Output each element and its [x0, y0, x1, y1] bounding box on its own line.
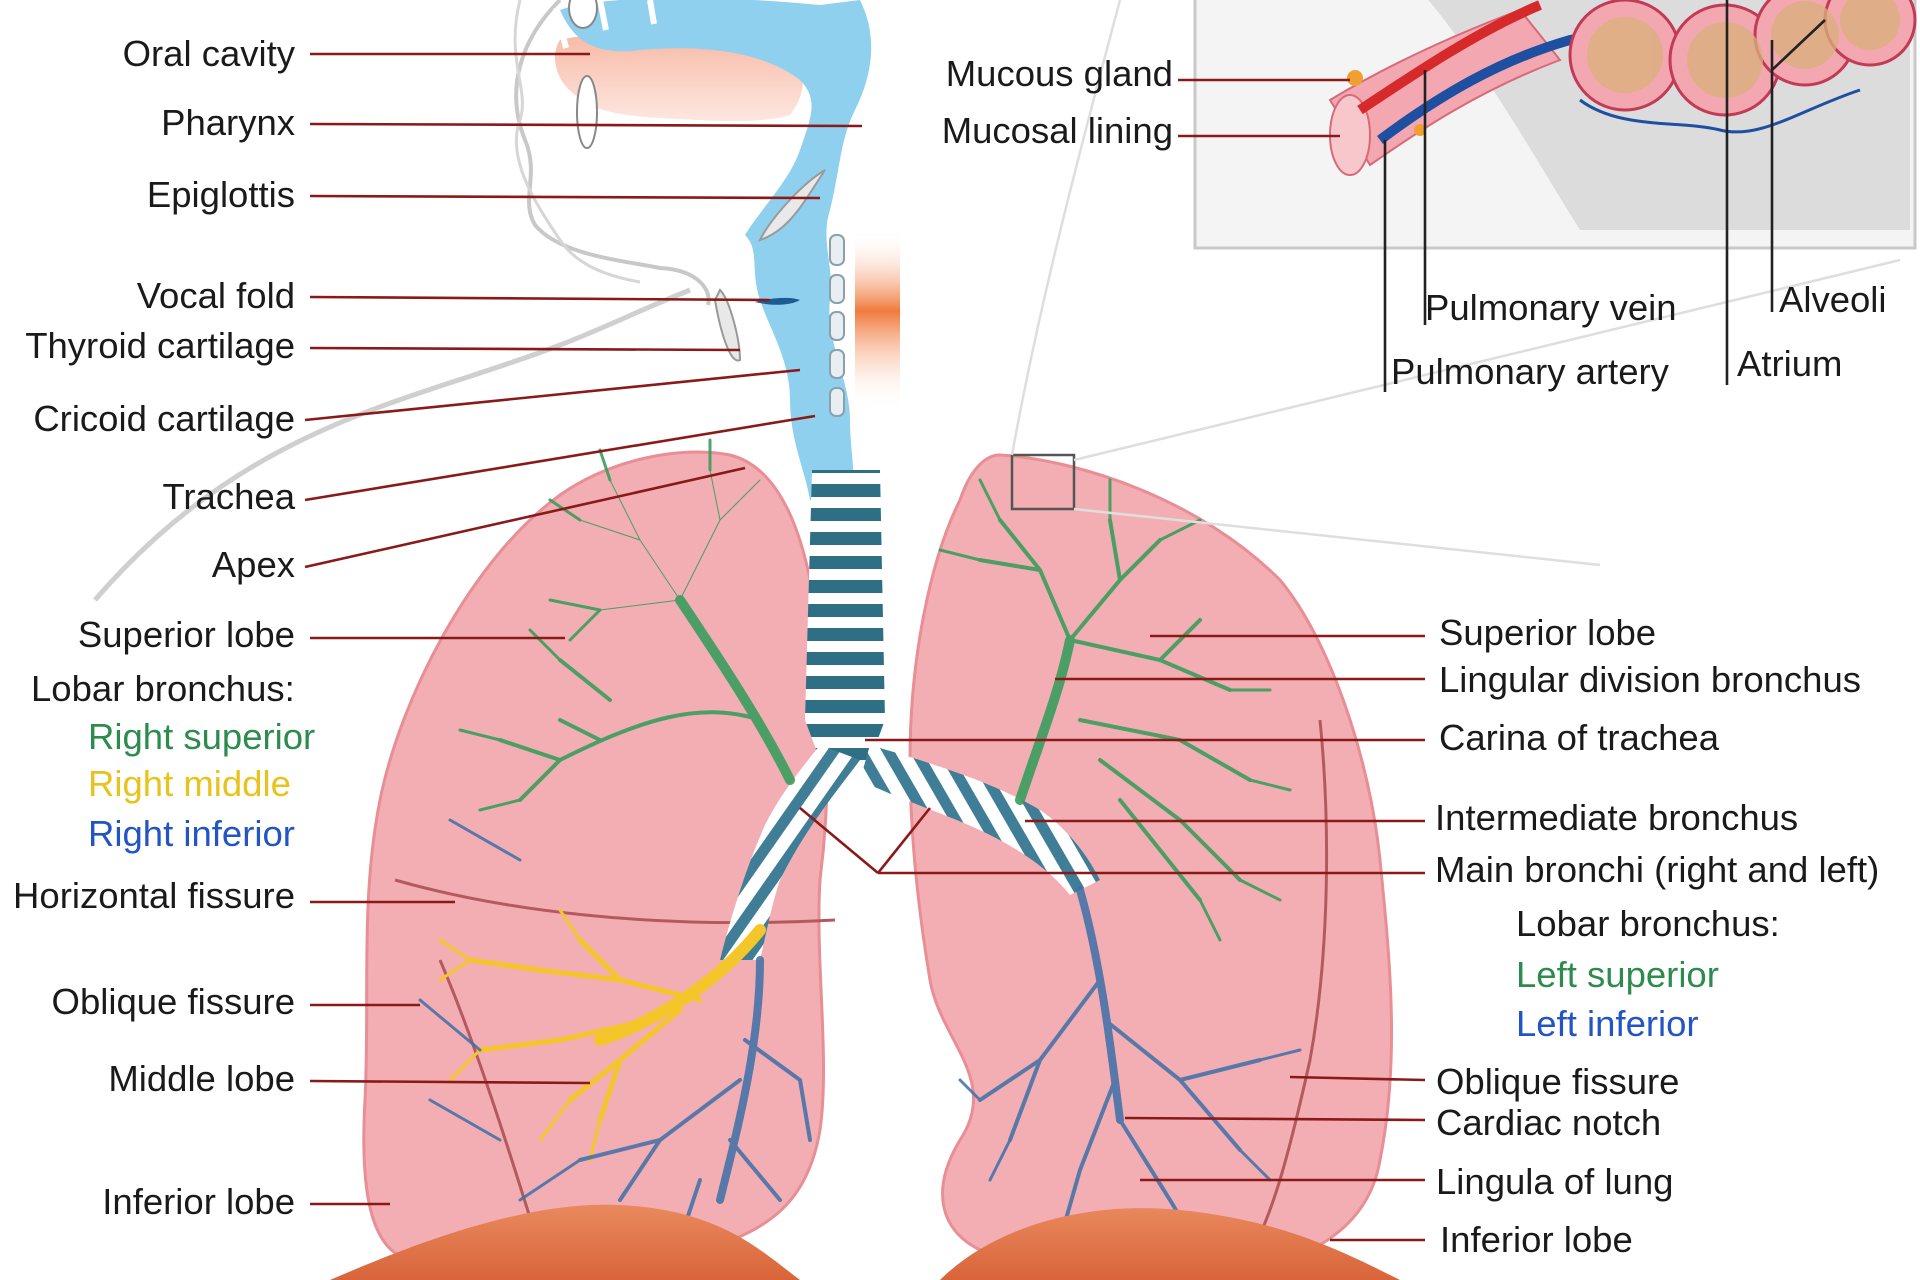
thyroid-cartilage-shape — [713, 288, 742, 362]
label-atrium: Atrium — [1737, 343, 1842, 384]
label-intermediate-bronchus: Intermediate bronchus — [1435, 797, 1798, 838]
label-pulmonary-vein: Pulmonary vein — [1425, 287, 1677, 328]
left-oblique-fissure-line — [1238, 719, 1329, 1271]
oral-cavity-shape — [555, 33, 804, 122]
label-alveoli: Alveoli — [1779, 279, 1887, 320]
label-carina-of-trachea: Carina of trachea — [1439, 717, 1720, 758]
label-left-inferior: Left inferior — [1516, 1003, 1699, 1044]
leader-lines-inset — [1178, 0, 1826, 392]
epiglottis-shape — [758, 169, 826, 242]
label-inferior-lobe-right-lung: Inferior lobe — [102, 1181, 295, 1222]
label-lingula-of-lung: Lingula of lung — [1436, 1161, 1673, 1202]
right-inferior-bronchus-tree — [418, 818, 812, 1242]
uvula-shape — [576, 75, 598, 149]
left-lung-shape — [908, 453, 1394, 1274]
leader-lines-right — [799, 634, 1426, 1242]
magnify-rays — [1010, 0, 1901, 567]
right-superior-bronchus-tree — [458, 438, 795, 812]
bronchiole-shape — [1328, 8, 1562, 167]
right-main-bronchus-shape — [720, 745, 860, 960]
pulmonary-vein-vessel — [1357, 0, 1542, 115]
gland-dot — [1414, 124, 1426, 136]
trachea-upper-rings — [829, 234, 845, 417]
head-neck-outline — [93, 0, 711, 602]
label-inferior-lobe-left-lung: Inferior lobe — [1440, 1219, 1633, 1260]
label-cardiac-notch: Cardiac notch — [1436, 1102, 1661, 1143]
left-main-bronchus-shape — [860, 745, 1100, 895]
label-trachea: Trachea — [162, 476, 295, 517]
trachea-shape — [805, 470, 885, 760]
labels-left: Oral cavity Pharynx Epiglottis Vocal fol… — [13, 33, 315, 1222]
labels-inset: Mucous gland Mucosal lining Pulmonary ve… — [942, 53, 1887, 392]
airway-teeth — [553, 0, 657, 49]
right-middle-bronchus-tree — [438, 908, 766, 1162]
label-pharynx: Pharynx — [161, 102, 295, 143]
label-cricoid-cartilage: Cricoid cartilage — [33, 398, 295, 439]
label-right-middle: Right middle — [88, 763, 291, 804]
label-horizontal-fissure: Horizontal fissure — [13, 875, 295, 916]
label-left-superior: Left superior — [1516, 954, 1719, 995]
label-right-superior: Right superior — [88, 716, 315, 757]
label-right-inferior: Right inferior — [88, 813, 295, 854]
label-vocal-fold: Vocal fold — [137, 275, 295, 316]
label-lingular-division-bronchus: Lingular division bronchus — [1439, 659, 1861, 700]
label-pulmonary-artery: Pulmonary artery — [1391, 351, 1670, 392]
label-middle-lobe: Middle lobe — [108, 1058, 295, 1099]
label-oral-cavity: Oral cavity — [123, 33, 296, 74]
label-mucous-gland: Mucous gland — [946, 53, 1173, 94]
incisor-shape — [568, 0, 598, 29]
alveoli-inset — [1193, 0, 1917, 250]
left-superior-bronchus-tree — [938, 478, 1292, 942]
alveoli-interior — [1587, 0, 1900, 98]
label-oblique-fissure-right: Oblique fissure — [52, 981, 295, 1022]
labels-right: Superior lobe Lingular division bronchus… — [1435, 612, 1879, 1260]
label-main-bronchi: Main bronchi (right and left) — [1435, 849, 1879, 890]
label-oblique-fissure-left: Oblique fissure — [1436, 1061, 1679, 1102]
mucous-gland-dot — [1347, 70, 1363, 86]
capillary-network — [1579, 88, 1861, 134]
label-epiglottis: Epiglottis — [147, 174, 295, 215]
label-superior-lobe-left-lung: Superior lobe — [1439, 612, 1656, 653]
label-lobar-bronchus-left: Lobar bronchus: — [1516, 903, 1780, 944]
label-apex: Apex — [212, 544, 295, 585]
leader-lines-left — [304, 52, 863, 1206]
label-thyroid-cartilage: Thyroid cartilage — [25, 325, 295, 366]
esophagus-shape — [855, 230, 900, 410]
magnify-box — [1010, 453, 1076, 511]
label-lobar-bronchus-right: Lobar bronchus: — [31, 668, 295, 709]
airway-shape — [560, 0, 872, 500]
label-superior-lobe-right-lung: Superior lobe — [78, 614, 295, 655]
diaphragm-shape — [330, 1204, 1400, 1280]
label-mucosal-lining: Mucosal lining — [942, 110, 1173, 151]
